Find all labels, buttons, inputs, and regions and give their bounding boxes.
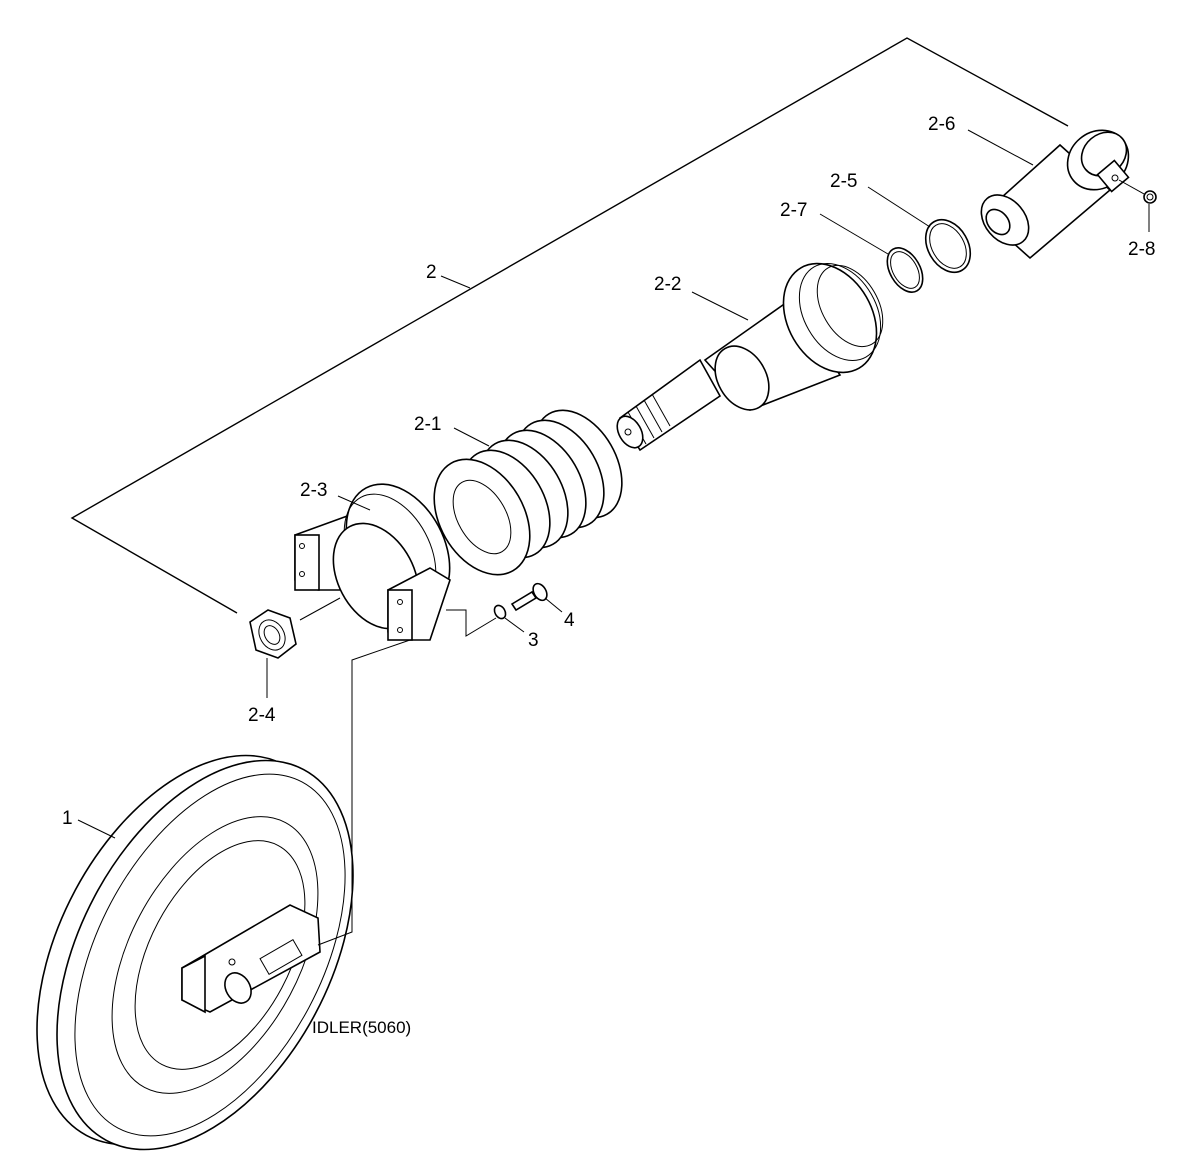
leader-2-5 — [867, 186, 931, 228]
part-2-5-ring — [924, 218, 972, 274]
part-4-bolt — [510, 582, 548, 612]
leader-2-6 — [967, 129, 1034, 166]
label-2-4: 2-4 — [248, 705, 276, 726]
label-3: 3 — [528, 630, 539, 651]
part-2-8-bolt — [1118, 179, 1157, 204]
label-2-7: 2-7 — [780, 200, 807, 221]
part-2-6-pin — [980, 129, 1130, 260]
label-2-2: 2-2 — [654, 274, 681, 295]
label-4: 4 — [564, 610, 575, 631]
label-2-8: 2-8 — [1128, 239, 1155, 260]
label-2: 2 — [426, 262, 437, 283]
label-2-6: 2-6 — [928, 114, 955, 135]
diagram-caption: IDLER(5060) — [312, 1018, 411, 1037]
assembly-bracket-line — [70, 37, 1069, 614]
leader-1 — [77, 819, 116, 839]
label-1: 1 — [62, 808, 73, 829]
leader-2 — [440, 275, 471, 289]
part-2-4-nut — [249, 609, 297, 659]
label-2-3: 2-3 — [300, 480, 327, 501]
leader-2-7 — [819, 213, 889, 255]
leader-3-to-bracket — [446, 609, 497, 637]
label-2-5: 2-5 — [830, 171, 857, 192]
leader-3 — [504, 617, 525, 633]
leader-2-2 — [691, 291, 749, 321]
leader-2-3 — [337, 495, 371, 511]
part-2-7-ring — [886, 247, 924, 293]
part-3-washer — [493, 604, 507, 620]
leader-2-1 — [453, 427, 490, 447]
leader-2-4-to-bracket — [299, 597, 341, 621]
leader-4 — [544, 597, 563, 613]
part-1-idler-wheel — [36, 754, 354, 1151]
part-2-2-rod — [616, 262, 884, 452]
leader-wheel-to-bracket — [317, 639, 411, 946]
part-2-3-bracket — [294, 483, 451, 641]
part-2-1-spring — [433, 409, 623, 576]
label-2-1: 2-1 — [414, 414, 441, 435]
